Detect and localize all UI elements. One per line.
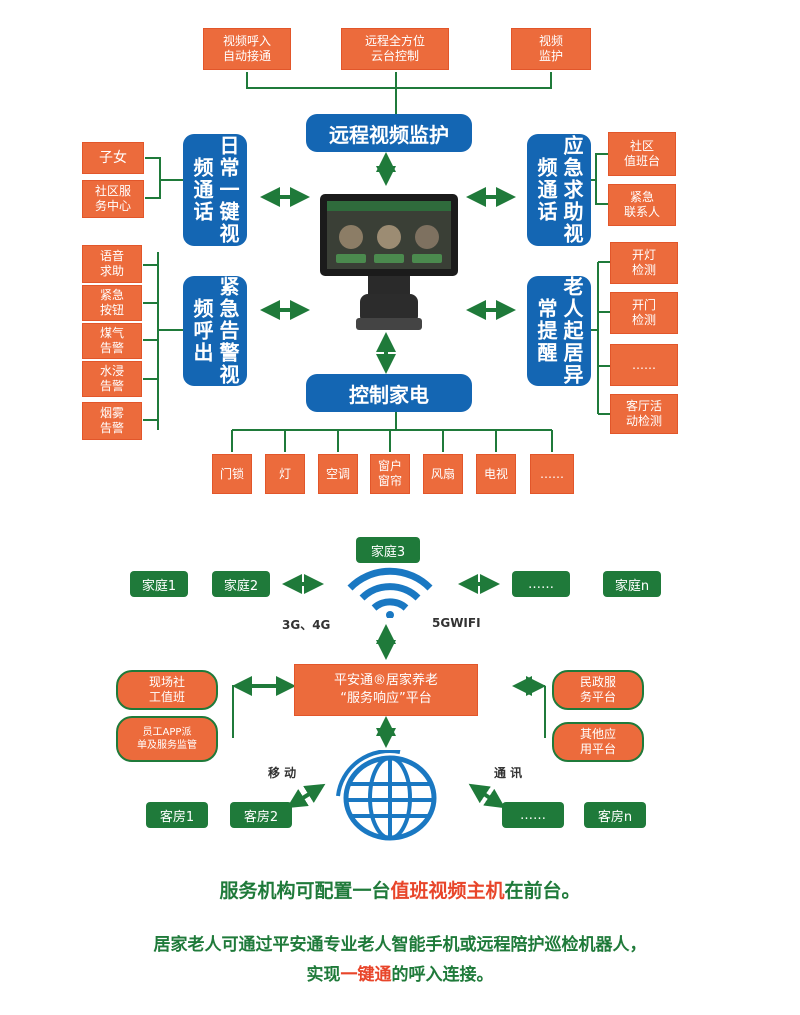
home-more: …… bbox=[512, 571, 570, 597]
video-host-device bbox=[316, 190, 462, 334]
caption-line-3-a: 实现 bbox=[306, 965, 341, 985]
light-detect-box: 开灯 检测 bbox=[610, 242, 678, 284]
caption-line-3-highlight: 一键通 bbox=[340, 965, 392, 985]
device-icon bbox=[320, 194, 458, 330]
auto-answer-box: 视频呼入 自动接通 bbox=[203, 28, 291, 70]
water-alarm-box: 水浸 告警 bbox=[82, 361, 142, 397]
appliance-curtain: 窗户 窗帘 bbox=[370, 454, 410, 494]
room-more: …… bbox=[502, 802, 564, 828]
wifi-right-label: 5GWIFI bbox=[432, 616, 481, 630]
control-appliances-title: 控制家电 bbox=[306, 374, 472, 412]
staff-app-pill: 员工APP派 单及服务监管 bbox=[116, 716, 218, 762]
smoke-alarm-box: 烟雾 告警 bbox=[82, 402, 142, 440]
community-center-box: 社区服 务中心 bbox=[82, 180, 144, 218]
mobile-label: 移 动 bbox=[268, 766, 297, 780]
emergency-contact-box: 紧急 联系人 bbox=[608, 184, 676, 226]
room-2: 客房2 bbox=[230, 802, 292, 828]
ptz-control-box: 远程全方位 云台控制 bbox=[341, 28, 449, 70]
home-n: 家庭n bbox=[603, 571, 661, 597]
alarm-call-title: 紧急告警视频呼出 bbox=[183, 276, 247, 386]
other-platform-pill: 其他应 用平台 bbox=[552, 722, 644, 762]
voice-help-box: 语音 求助 bbox=[82, 245, 142, 283]
duty-desk-box: 社区 值班台 bbox=[608, 132, 676, 176]
abnormal-alert-title: 老人起居异常提醒 bbox=[527, 276, 591, 386]
caption-line-1-b: 在前台。 bbox=[504, 880, 581, 902]
emergency-call-title: 应急求助视频通话 bbox=[527, 134, 591, 246]
telecom-label: 通 讯 bbox=[494, 766, 523, 780]
caption-line-1-a: 服务机构可配置一台 bbox=[219, 880, 391, 902]
caption-line-2: 居家老人可通过平安通专业老人智能手机或远程陪护巡检机器人， bbox=[153, 935, 647, 955]
caption-line-1-highlight: 值班视频主机 bbox=[390, 880, 505, 902]
wifi-icon bbox=[340, 566, 440, 619]
globe-icon bbox=[336, 749, 444, 844]
appliance-fan: 风扇 bbox=[423, 454, 463, 494]
caption-line-1: 服务机构可配置一台值班视频主机在前台。 bbox=[0, 876, 800, 903]
caption-line-3-b: 的呼入连接。 bbox=[391, 965, 494, 985]
appliance-ac: 空调 bbox=[318, 454, 358, 494]
civil-affairs-pill: 民政服 务平台 bbox=[552, 670, 644, 710]
onsite-duty-pill: 现场社 工值班 bbox=[116, 670, 218, 710]
door-detect-box: 开门 检测 bbox=[610, 292, 678, 334]
appliance-door-lock: 门锁 bbox=[212, 454, 252, 494]
home-3: 家庭3 bbox=[356, 537, 420, 563]
caption-line-3: 实现一键通的呼入连接。 bbox=[0, 960, 800, 985]
home-2: 家庭2 bbox=[212, 571, 270, 597]
children-box: 子女 bbox=[82, 142, 144, 174]
appliance-light: 灯 bbox=[265, 454, 305, 494]
appliance-tv: 电视 bbox=[476, 454, 516, 494]
more-detect-box: …… bbox=[610, 344, 678, 386]
wifi-left-label: 3G、4G bbox=[282, 618, 331, 632]
emergency-button-box: 紧急 按钮 bbox=[82, 285, 142, 321]
video-monitor-box: 视频 监护 bbox=[511, 28, 591, 70]
appliance-more: …… bbox=[530, 454, 574, 494]
home-1: 家庭1 bbox=[130, 571, 188, 597]
room-n: 客房n bbox=[584, 802, 646, 828]
gas-alarm-box: 煤气 告警 bbox=[82, 323, 142, 359]
daily-call-title: 日常一键视频通话 bbox=[183, 134, 247, 246]
service-platform-box: 平安通®居家养老 “服务响应”平台 bbox=[294, 664, 478, 716]
remote-video-title: 远程视频监护 bbox=[306, 114, 472, 152]
living-room-detect-box: 客厅活 动检测 bbox=[610, 394, 678, 434]
room-1: 客房1 bbox=[146, 802, 208, 828]
